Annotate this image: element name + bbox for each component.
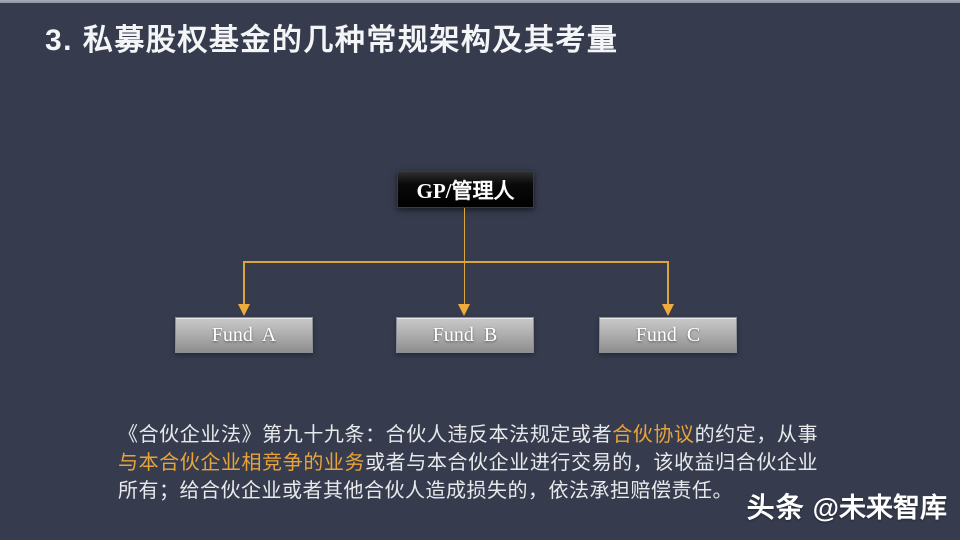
arrow-down-icon: [238, 304, 250, 316]
note-segment: 《合伙企业法》第九十九条：合伙人违反本法规定或者: [118, 424, 613, 446]
connector-drop-fund-b: [463, 261, 465, 306]
fund-b-label: Fund B: [432, 323, 498, 346]
page-title: 3. 私募股权基金的几种常规架构及其考量: [45, 24, 619, 57]
diagram-node-gp-manager: GP/管理人: [397, 171, 534, 208]
connector-drop-fund-c: [667, 261, 669, 306]
note-segment-highlight: 合伙协议: [612, 424, 695, 446]
top-accent-strip: [0, 0, 960, 3]
diagram-node-fund-c: Fund C: [599, 317, 737, 353]
legal-note-paragraph: 《合伙企业法》第九十九条：合伙人违反本法规定或者合伙协议的约定，从事与本合伙企业…: [118, 421, 818, 505]
watermark: 头条@未来智库: [747, 486, 947, 526]
connector-drop-fund-a: [243, 261, 245, 306]
note-segment: 或者与本合伙企业进行交易的，该收益归合伙企业所有；给合伙企业或者其他合伙人造成损…: [118, 452, 819, 502]
arrow-down-icon: [458, 304, 470, 316]
watermark-brand-logo: 头条: [746, 492, 805, 523]
connector-gp-stem: [463, 208, 465, 262]
note-segment: 的约定，从事: [694, 424, 819, 446]
note-segment-highlight: 与本合伙企业相竞争的业务: [118, 452, 366, 474]
fund-a-label: Fund A: [211, 323, 277, 346]
fund-c-label: Fund C: [635, 323, 701, 346]
arrow-down-icon: [662, 304, 674, 316]
watermark-handle: @未来智库: [812, 493, 947, 523]
connector-horizontal: [243, 261, 669, 263]
diagram-node-fund-a: Fund A: [175, 317, 313, 353]
gp-node-label: GP/管理人: [416, 178, 515, 203]
diagram-node-fund-b: Fund B: [396, 317, 534, 353]
